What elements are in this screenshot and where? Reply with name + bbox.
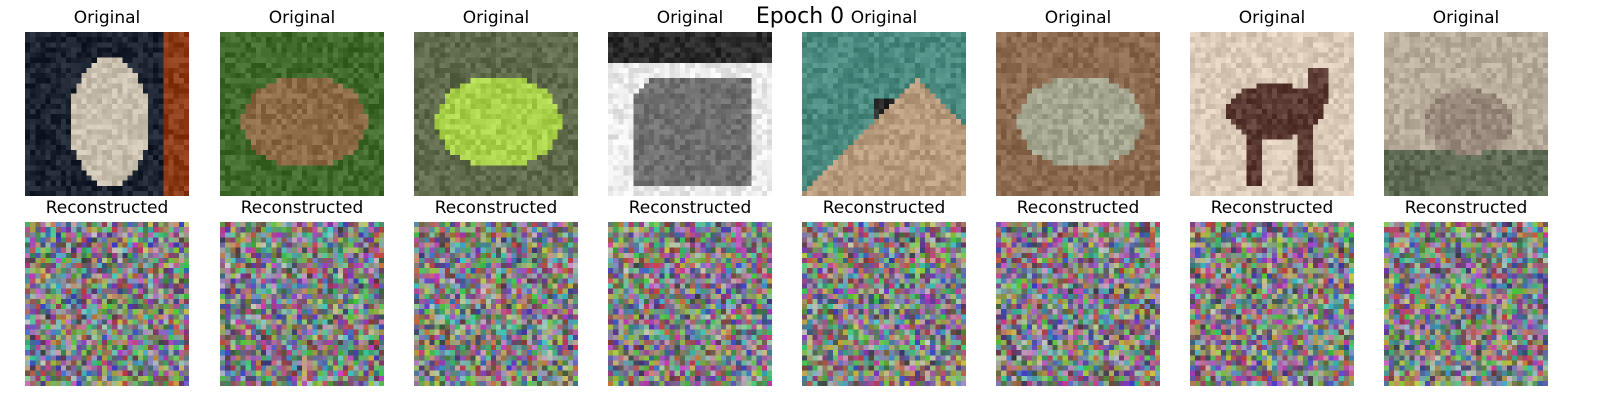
reconstructed-title: Reconstructed	[1210, 198, 1334, 218]
original-panel: Original	[996, 8, 1160, 196]
reconstructed-panel: Reconstructed	[1190, 198, 1354, 386]
original-title: Original	[656, 8, 724, 28]
original-image-truck	[608, 32, 772, 196]
original-image-deer	[1384, 32, 1548, 196]
reconstructed-panel: Reconstructed	[220, 198, 384, 386]
original-image-cat	[25, 32, 189, 196]
reconstructed-panel: Reconstructed	[414, 198, 578, 386]
original-panel: Original	[25, 8, 189, 196]
original-panel: Original	[414, 8, 578, 196]
reconstructed-panel: Reconstructed	[996, 198, 1160, 386]
reconstructed-title: Reconstructed	[240, 198, 364, 218]
reconstructed-title: Reconstructed	[434, 198, 558, 218]
original-panel: Original	[1190, 8, 1354, 196]
original-panel: Original	[220, 8, 384, 196]
original-title: Original	[462, 8, 530, 28]
original-image-frog	[220, 32, 384, 196]
original-title: Original	[850, 8, 918, 28]
original-title: Original	[1238, 8, 1306, 28]
original-panel: Original	[608, 8, 772, 196]
reconstructed-noise-image	[1190, 222, 1354, 386]
reconstructed-title: Reconstructed	[822, 198, 946, 218]
reconstructed-panel: Reconstructed	[802, 198, 966, 386]
reconstructed-panel: Reconstructed	[608, 198, 772, 386]
reconstructed-noise-image	[996, 222, 1160, 386]
original-panel: Original	[802, 8, 966, 196]
original-image-horse	[1190, 32, 1354, 196]
reconstructed-panel: Reconstructed	[25, 198, 189, 386]
reconstructed-title: Reconstructed	[628, 198, 752, 218]
original-image-frog	[414, 32, 578, 196]
reconstructed-title: Reconstructed	[45, 198, 169, 218]
original-image-bird	[802, 32, 966, 196]
reconstructed-noise-image	[414, 222, 578, 386]
original-title: Original	[1044, 8, 1112, 28]
reconstructed-noise-image	[802, 222, 966, 386]
reconstructed-noise-image	[608, 222, 772, 386]
reconstructed-title: Reconstructed	[1016, 198, 1140, 218]
figure-suptitle: Epoch 0	[755, 4, 845, 29]
reconstructed-noise-image	[25, 222, 189, 386]
reconstructed-title: Reconstructed	[1404, 198, 1528, 218]
original-title: Original	[73, 8, 141, 28]
original-panel: Original	[1384, 8, 1548, 196]
original-title: Original	[268, 8, 336, 28]
reconstructed-noise-image	[220, 222, 384, 386]
reconstructed-panel: Reconstructed	[1384, 198, 1548, 386]
original-image-frog	[996, 32, 1160, 196]
reconstructed-noise-image	[1384, 222, 1548, 386]
original-title: Original	[1432, 8, 1500, 28]
